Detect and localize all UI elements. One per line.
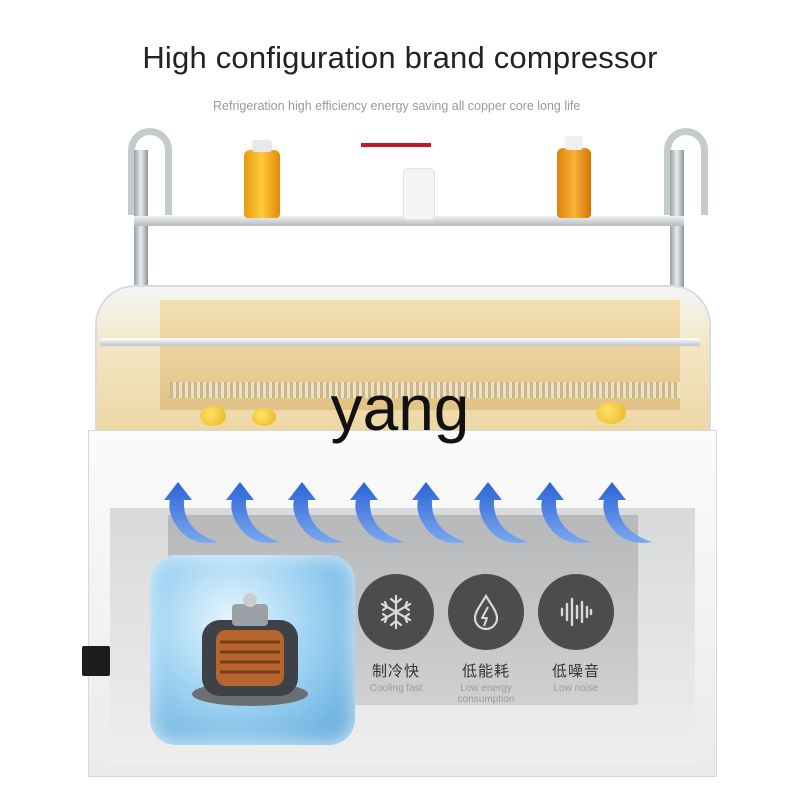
feature-low-energy: 低能耗 Low energy consumption <box>446 574 526 705</box>
page-title: High configuration brand compressor <box>142 40 658 75</box>
feature-label-cn: 低能耗 <box>461 663 510 680</box>
sound-wave-icon <box>560 597 593 627</box>
feature-icon-circle <box>538 574 614 650</box>
feature-icon-circle <box>358 574 434 650</box>
food-item <box>596 402 626 424</box>
feature-icon-circle <box>448 574 524 650</box>
airflow-arrows <box>164 482 652 543</box>
arrow-icon <box>288 482 342 543</box>
front-rail <box>100 338 700 346</box>
energy-drop-icon <box>473 593 499 631</box>
page-subtitle: Refrigeration high efficiency energy sav… <box>213 99 581 113</box>
bottle-cap-left <box>252 140 272 152</box>
food-item <box>252 408 276 426</box>
feature-cooling-fast: 制冷快 Cooling fast <box>356 574 436 694</box>
arrow-icon <box>474 482 528 543</box>
feature-label-en: Low noise <box>553 683 599 694</box>
power-switch[interactable] <box>82 646 110 676</box>
arrow-icon <box>350 482 404 543</box>
feature-label-en: Low energy consumption <box>457 683 515 705</box>
arrow-icon <box>536 482 590 543</box>
arrow-icon <box>226 482 280 543</box>
rack-arch-left <box>128 128 172 215</box>
accent-divider <box>361 143 431 147</box>
feature-label-cn: 低噪音 <box>551 663 600 680</box>
arrow-icon <box>412 482 466 543</box>
feature-label-en: Cooling fast <box>369 683 423 694</box>
air-vent-grille <box>170 382 680 398</box>
upper-shelf <box>134 216 684 226</box>
compressor-motor-icon <box>192 593 308 706</box>
feature-label-cn: 制冷快 <box>371 663 420 680</box>
snowflake-icon <box>380 594 412 630</box>
bottle-cap-right <box>565 136 583 150</box>
juice-bottle-left <box>244 150 280 218</box>
feature-low-noise: 低噪音 Low noise <box>536 574 616 694</box>
arrow-icon <box>598 482 652 543</box>
arrow-icon <box>164 482 218 543</box>
rack-arch-right <box>664 128 708 215</box>
juice-bottle-right <box>557 148 591 218</box>
watermark-text: yang <box>330 372 470 444</box>
milk-bottle <box>403 168 435 220</box>
food-item <box>200 406 226 426</box>
